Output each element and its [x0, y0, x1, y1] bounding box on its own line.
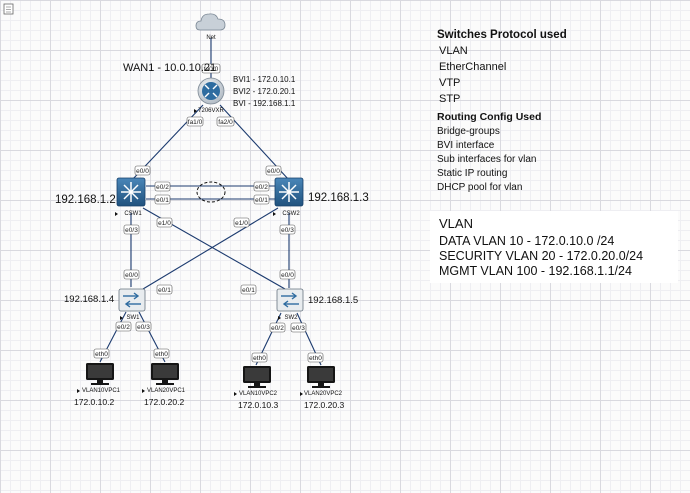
port-router-fa10: fa1/0 [188, 119, 203, 126]
wan-label: WAN1 - 10.0.10.21 [123, 62, 217, 74]
port-csw1-e02: e0/2 [156, 184, 169, 191]
node-label-net: Net [206, 35, 216, 41]
monitor-icon-pc1[interactable] [86, 363, 114, 385]
vlan-title: VLAN [439, 216, 473, 231]
port-sw2-e01: e0/1 [242, 287, 255, 294]
node-label-pc1: VLAN10VPC1 [82, 388, 121, 394]
switch-protocol-item: VLAN [439, 45, 468, 57]
monitor-icon-pc4[interactable] [307, 366, 335, 388]
node-label-sw1: SW1 [126, 315, 140, 321]
routing-config-title: Routing Config Used [437, 111, 542, 123]
port-sw2-e00: e0/0 [281, 272, 294, 279]
routing-config-item: BVI interface [437, 140, 495, 151]
vlan-panel: VLAN DATA VLAN 10 - 172.0.10.0 /24 SECUR… [430, 211, 678, 283]
routing-config-item: Static IP routing [437, 168, 508, 179]
vlan-item: DATA VLAN 10 - 172.0.10.0 /24 [439, 234, 615, 248]
port-csw1-e01: e0/1 [156, 197, 169, 204]
switch-icon-sw2[interactable] [276, 288, 304, 312]
bvi2-label: BVI2 - 172.0.20.1 [233, 87, 296, 96]
port-sw2-e03: e0/3 [292, 325, 305, 332]
port-sw1-e02: e0/2 [117, 324, 130, 331]
page-icon[interactable] [3, 3, 15, 15]
switch-protocol-item: EtherChannel [439, 61, 507, 73]
port-labels: fa0/0 fa1/0 fa2/0 e0/0 e0/2 e0/1 e0/3 e1… [93, 63, 324, 363]
vlan-item: SECURITY VLAN 20 - 172.0.20.0/24 [439, 249, 644, 263]
pc1-ip-label: 172.0.10.2 [74, 397, 115, 407]
monitor-icon-pc3[interactable] [243, 366, 271, 388]
pc4-ip-label: 172.0.20.3 [304, 400, 345, 410]
port-sw1-e03: e0/3 [137, 324, 150, 331]
sw2-ip-label: 192.168.1.5 [308, 295, 359, 306]
node-labels: Net 7206VXR CSW1 CSW2 SW1 SW2 VLAN10VPC1… [82, 35, 343, 397]
port-csw2-e01: e0/1 [255, 197, 268, 204]
switch-protocol-item: STP [439, 93, 461, 105]
monitor-icon-pc2[interactable] [151, 363, 179, 385]
port-sw1-e01: e0/1 [158, 287, 171, 294]
port-pc4-eth0: eth0 [309, 355, 322, 362]
port-csw2-e03: e0/3 [281, 227, 294, 234]
node-label-sw2: SW2 [284, 315, 298, 321]
csw2-ip-label: 192.168.1.3 [308, 192, 369, 204]
port-csw2-e02: e0/2 [255, 184, 268, 191]
node-label-router: 7206VXR [198, 108, 224, 114]
node-label-pc3: VLAN10VPC2 [239, 391, 278, 397]
sw1-ip-label: 192.168.1.4 [64, 294, 115, 305]
switch-icon-sw1[interactable] [118, 288, 146, 312]
pc3-ip-label: 172.0.10.3 [238, 400, 279, 410]
routing-config-item: Bridge-groups [437, 126, 500, 137]
port-csw2-e10: e1/0 [235, 220, 248, 227]
port-sw2-e02: e0/2 [271, 325, 284, 332]
node-label-csw2: CSW2 [282, 211, 300, 217]
port-csw1-e00: e0/0 [136, 168, 149, 175]
port-csw1-e10: e1/0 [158, 220, 171, 227]
node-label-pc4: VLAN20VPC2 [304, 391, 343, 397]
port-pc1-eth0: eth0 [95, 351, 108, 358]
vlan-item: MGMT VLAN 100 - 192.168.1.1/24 [439, 264, 632, 278]
port-pc2-eth0: eth0 [155, 351, 168, 358]
port-sw1-e00: e0/0 [125, 272, 138, 279]
node-markers [77, 109, 303, 396]
cloud-icon[interactable] [195, 13, 226, 31]
switch-protocol-item: VTP [439, 77, 461, 89]
link-csw2-sw1[interactable] [142, 207, 279, 290]
node-label-pc2: VLAN20VPC1 [147, 388, 186, 394]
csw1-ip-label: 192.168.1.2 [55, 194, 116, 206]
multilayer-switch-icon-csw2[interactable] [274, 177, 304, 207]
bvi-label: BVI - 192.168.1.1 [233, 99, 296, 108]
port-router-fa20: fa2/0 [218, 119, 233, 126]
pc2-ip-label: 172.0.20.2 [144, 397, 185, 407]
etherchannel-bundle-icon [196, 181, 226, 203]
routing-config-item: DHCP pool for vlan [437, 182, 523, 193]
routing-config-item: Sub interfaces for vlan [437, 154, 537, 165]
port-pc3-eth0: eth0 [253, 355, 266, 362]
router-icon[interactable] [197, 77, 225, 105]
port-csw1-e03: e0/3 [125, 227, 138, 234]
multilayer-switch-icon-csw1[interactable] [116, 177, 146, 207]
port-net-fa0: fa0/0 [204, 66, 219, 73]
node-label-csw1: CSW1 [124, 211, 142, 217]
port-csw2-e00: e0/0 [267, 168, 280, 175]
switch-protocols-title: Switches Protocol used [437, 29, 567, 41]
bvi1-label: BVI1 - 172.0.10.1 [233, 75, 296, 84]
